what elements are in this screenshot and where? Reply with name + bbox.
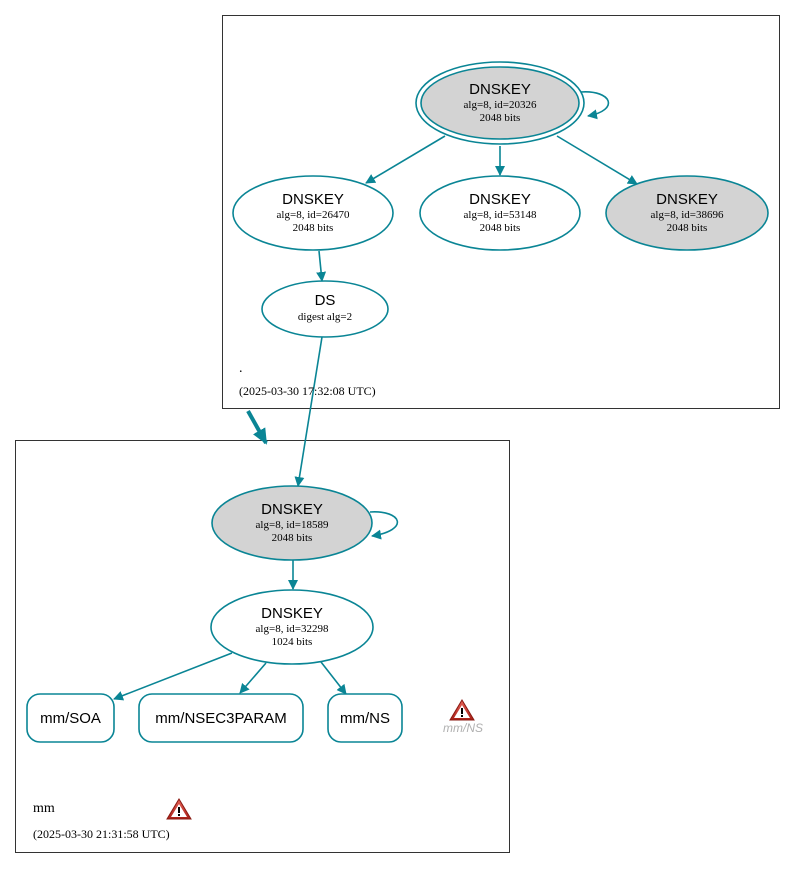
node-bits: 1024 bits <box>272 636 313 648</box>
node-root-zsk-53148: DNSKEY alg=8, id=53148 2048 bits <box>419 175 581 251</box>
node-root-ksk-20326: DNSKEY alg=8, id=20326 2048 bits <box>415 61 585 145</box>
zone-mm-label: mm <box>33 801 55 816</box>
edge-ksk-selfsign <box>580 91 610 120</box>
node-title: DNSKEY <box>282 191 344 208</box>
node-title: DNSKEY <box>261 605 323 622</box>
node-mm-ksk-18589: DNSKEY alg=8, id=18589 2048 bits <box>211 485 373 561</box>
rrset-label: mm/SOA <box>40 710 101 727</box>
node-alg: alg=8, id=38696 <box>651 209 724 221</box>
node-title: DS <box>315 292 336 309</box>
edge-ksk-to-ksk2 <box>556 135 638 185</box>
zone-root-timestamp: (2025-03-30 17:32:08 UTC) <box>239 384 376 398</box>
rrset-label: mm/NSEC3PARAM <box>155 710 286 727</box>
warning-icon <box>166 798 192 820</box>
rrset-ns-warning-label: mm/NS <box>443 721 483 735</box>
rrset-mm-nsec3param: mm/NSEC3PARAM <box>138 693 304 743</box>
node-bits: 2048 bits <box>480 222 521 234</box>
edge-ds-to-mm-ksk <box>294 336 323 487</box>
rrset-mm-ns: mm/NS <box>327 693 403 743</box>
node-digest: digest alg=2 <box>298 311 352 323</box>
edge-zsk1-to-ds <box>316 250 327 282</box>
node-title: DNSKEY <box>261 501 323 518</box>
node-root-ksk-38696: DNSKEY alg=8, id=38696 2048 bits <box>605 175 769 251</box>
edge-mm-zsk-to-nsec3param <box>239 662 267 694</box>
node-ds: DS digest alg=2 <box>261 280 389 338</box>
zone-root-label: . <box>239 361 243 376</box>
rrset-mm-soa: mm/SOA <box>26 693 115 743</box>
node-bits: 2048 bits <box>293 222 334 234</box>
node-alg: alg=8, id=32298 <box>256 623 329 635</box>
node-bits: 2048 bits <box>272 532 313 544</box>
node-root-zsk-26470: DNSKEY alg=8, id=26470 2048 bits <box>232 175 394 251</box>
warning-icon <box>449 699 475 721</box>
node-bits: 2048 bits <box>667 222 708 234</box>
edge-mm-zsk-to-ns <box>320 661 347 695</box>
zone-mm-timestamp: (2025-03-30 21:31:58 UTC) <box>33 827 170 841</box>
rrset-label: mm/NS <box>340 710 390 727</box>
node-title: DNSKEY <box>469 191 531 208</box>
edge-mm-zsk-to-soa <box>113 652 233 701</box>
edge-mm-ksk-selfsign <box>369 511 399 540</box>
node-title: DNSKEY <box>656 191 718 208</box>
edge-ksk-to-zsk1 <box>365 135 446 184</box>
node-alg: alg=8, id=26470 <box>277 209 350 221</box>
zone-root-box <box>222 15 780 409</box>
node-title: DNSKEY <box>469 81 531 98</box>
node-mm-zsk-32298: DNSKEY alg=8, id=32298 1024 bits <box>210 589 374 665</box>
node-alg: alg=8, id=53148 <box>464 209 537 221</box>
node-bits: 2048 bits <box>480 112 521 124</box>
edge-delegation <box>246 410 268 445</box>
node-alg: alg=8, id=20326 <box>464 99 537 111</box>
node-alg: alg=8, id=18589 <box>256 519 329 531</box>
